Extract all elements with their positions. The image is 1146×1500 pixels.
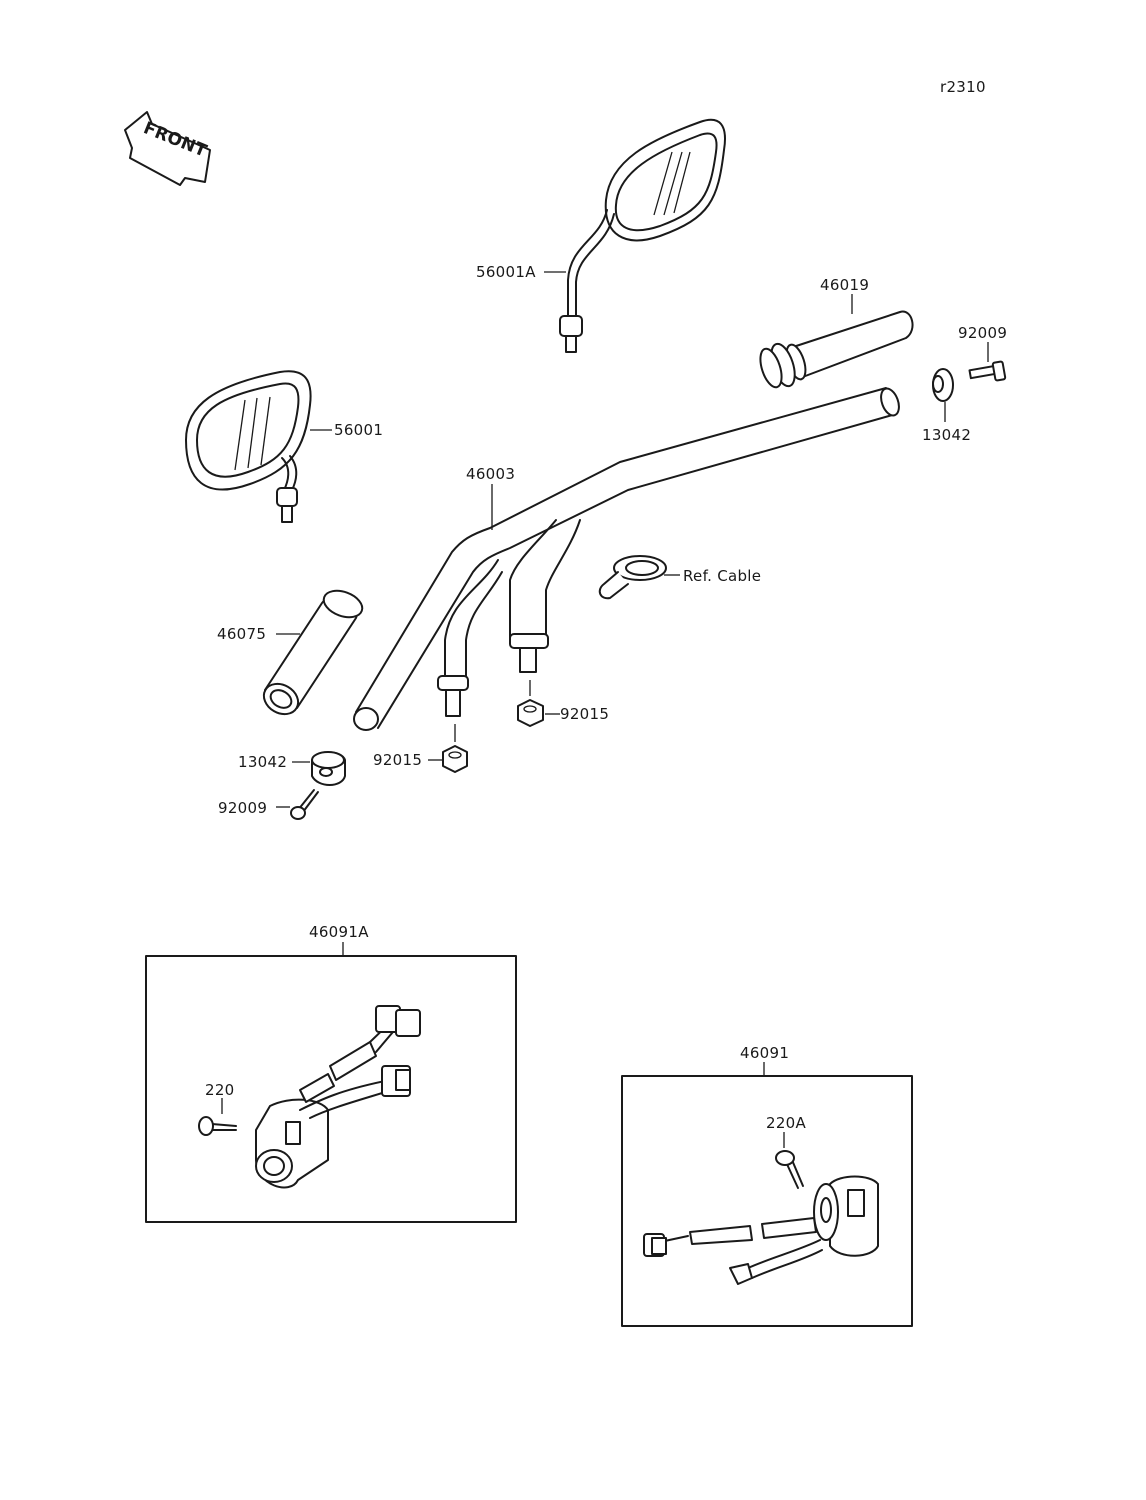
handlebar-icon — [353, 387, 900, 731]
label-grip-left: 46075 — [217, 625, 266, 643]
bolt-right-icon — [968, 360, 1007, 382]
label-nut-left: 92015 — [373, 751, 422, 769]
label-switch-left: 46091A — [309, 923, 369, 941]
label-handlebar: 46003 — [466, 465, 515, 483]
diagram-code: r2310 — [940, 78, 986, 96]
label-bolt-left: 92009 — [218, 799, 267, 817]
weight-left-icon — [311, 751, 346, 786]
label-bolt-right: 92009 — [958, 324, 1007, 342]
weight-right-icon — [932, 368, 954, 402]
label-mirror-left: 56001 — [334, 421, 383, 439]
switch-left-box — [145, 955, 517, 1223]
screw-right-icon — [775, 1150, 804, 1189]
mirror-left-icon — [185, 370, 312, 523]
throttle-grip-icon — [759, 310, 914, 389]
label-screw-left: 220 — [205, 1081, 235, 1099]
front-arrow-icon: FRONT — [124, 111, 211, 186]
nut-left-icon — [442, 745, 468, 773]
switch-right-box — [621, 1075, 913, 1327]
label-screw-right: 220A — [766, 1114, 807, 1132]
label-mirror-right: 56001A — [476, 263, 536, 281]
label-throttle-grip: 46019 — [820, 276, 869, 294]
label-weight-left: 13042 — [238, 753, 287, 771]
label-nut-right: 92015 — [560, 705, 609, 723]
switch-left-icon — [255, 1005, 421, 1189]
grip-left-icon — [262, 589, 364, 716]
label-ref-cable: Ref. Cable — [683, 567, 761, 585]
label-switch-right: 46091 — [740, 1044, 789, 1062]
label-weight-right: 13042 — [922, 426, 971, 444]
mirror-right-icon — [559, 118, 726, 353]
bolt-left-icon — [290, 789, 319, 820]
cable-clamp-icon — [598, 555, 667, 600]
switch-right-icon — [643, 1175, 879, 1285]
screw-left-icon — [198, 1116, 237, 1136]
nut-right-icon — [517, 699, 544, 727]
